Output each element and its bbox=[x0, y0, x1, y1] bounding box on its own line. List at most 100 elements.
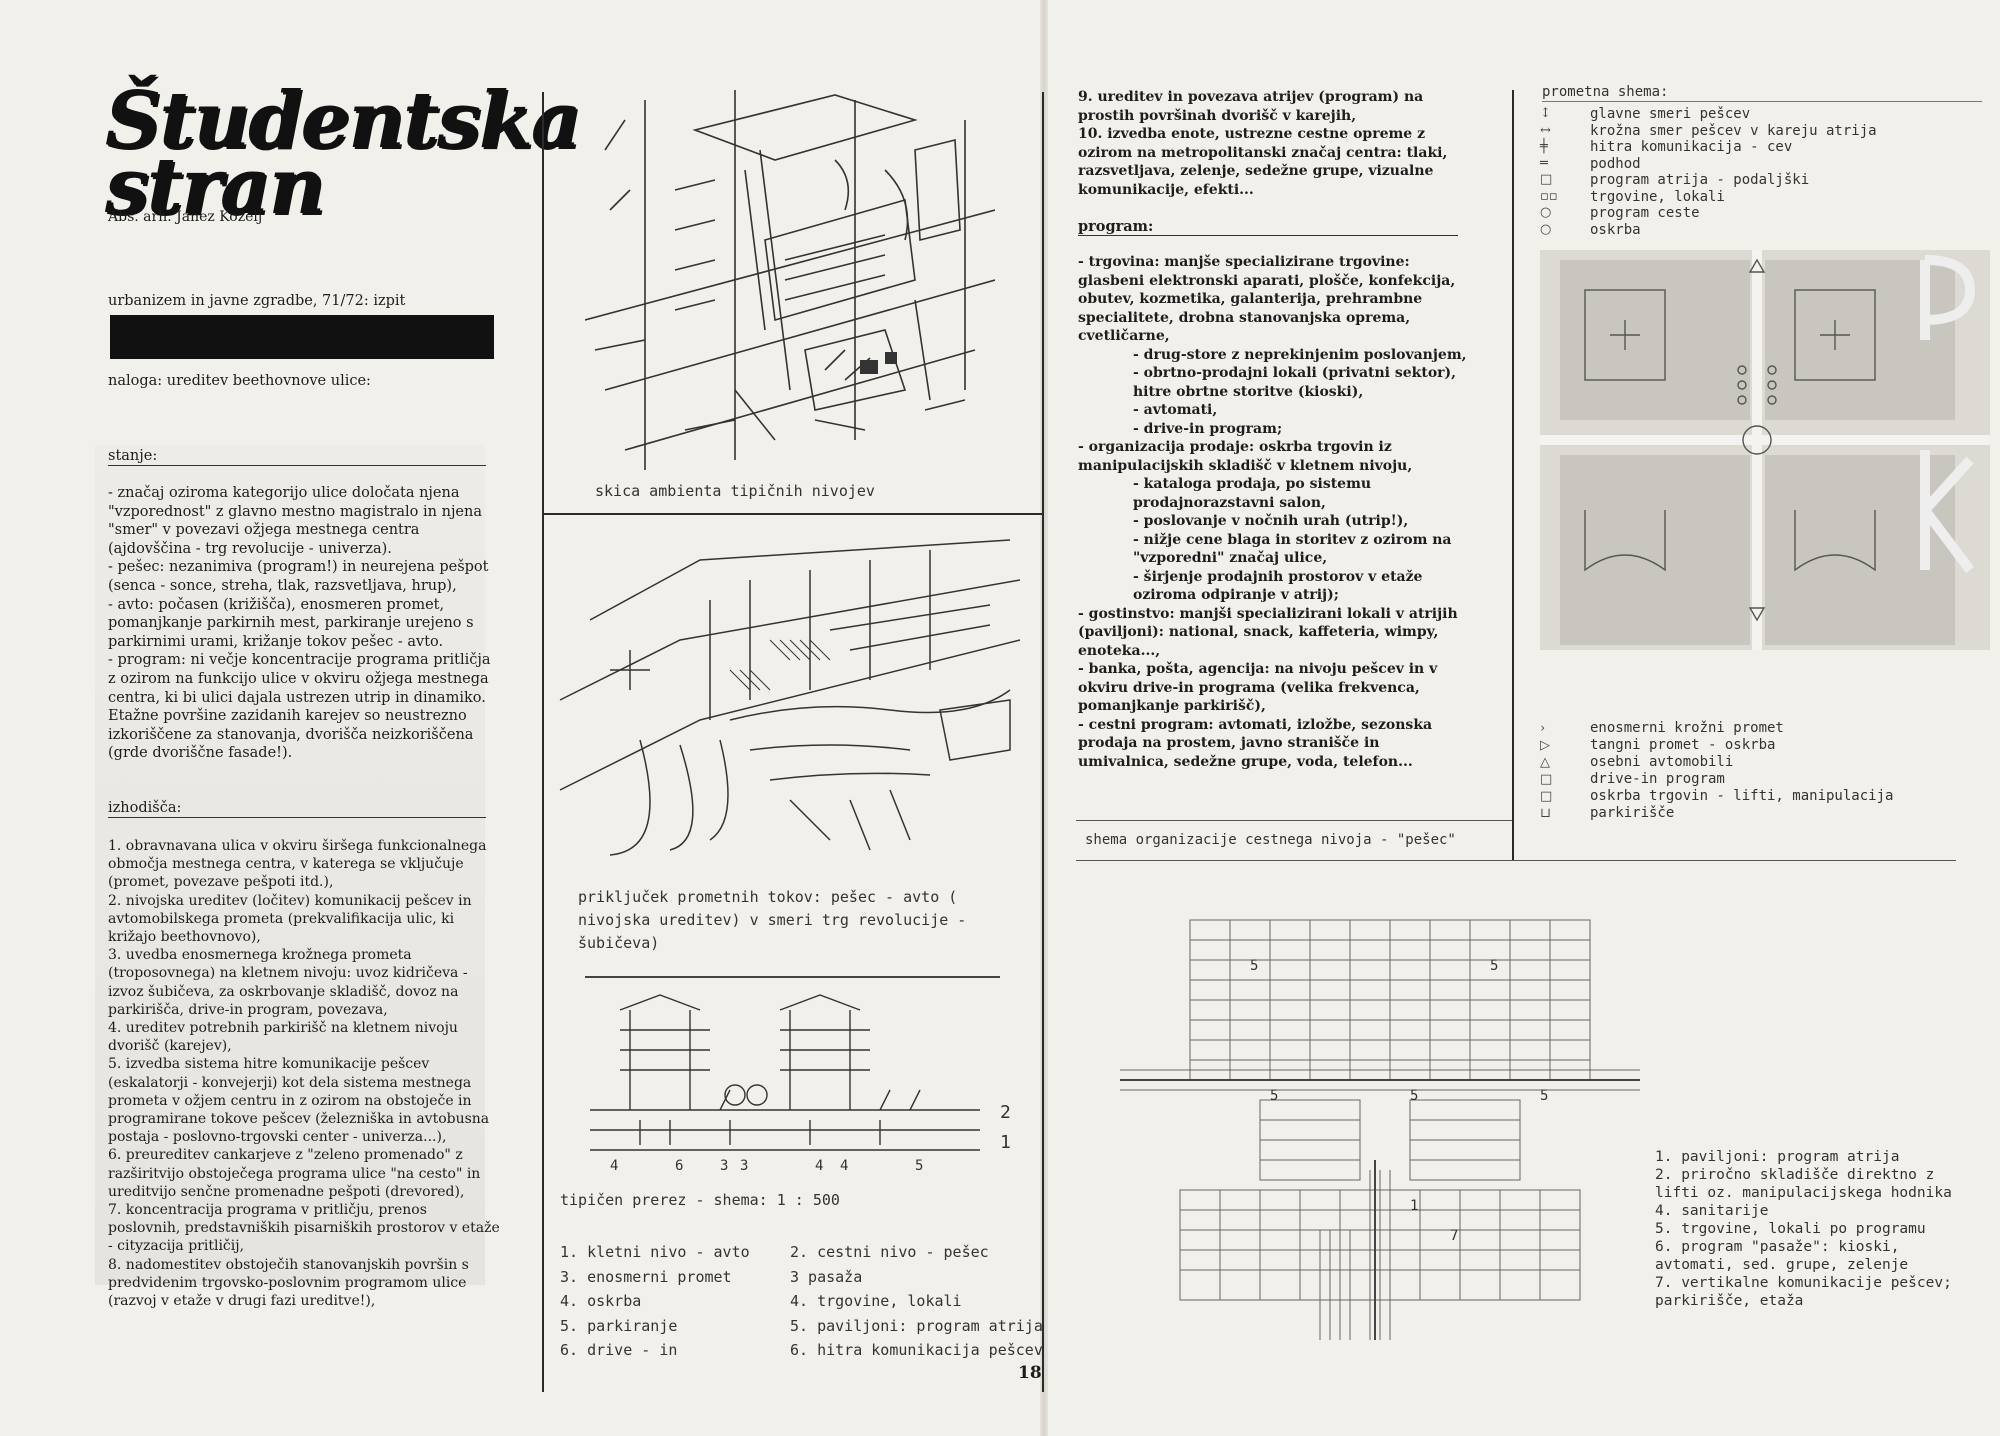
legend-item: hitra komunikacija - cev bbox=[1590, 139, 1793, 155]
stanje-paragraph: - program: ni večje koncentracije progra… bbox=[108, 652, 491, 762]
circle-icon: ○ bbox=[1540, 205, 1552, 220]
traffic-scheme-plan bbox=[1540, 250, 1990, 650]
program-item: - drive-in program; bbox=[1133, 420, 1283, 437]
legend-item: 5. parkiranje bbox=[560, 1316, 678, 1335]
plan-number: 5 bbox=[1410, 1088, 1418, 1104]
program-item: - poslovanje v nočnih urah (utrip!), bbox=[1133, 513, 1409, 529]
column-divider bbox=[1042, 92, 1044, 1392]
legend-item: 3. enosmerni promet bbox=[560, 1267, 732, 1286]
caption-sketch: skica ambienta tipičnih nivojev bbox=[595, 482, 875, 500]
row-divider bbox=[544, 513, 1042, 515]
list-item: 9. ureditev in povezava atrijev (program… bbox=[1078, 89, 1424, 124]
section-number: 3 bbox=[740, 1158, 748, 1174]
legend-item: parkirišče bbox=[1590, 805, 1675, 821]
list-item: 1. obravnavana ulica v okviru širšega fu… bbox=[108, 838, 487, 891]
redacted-bar bbox=[110, 315, 494, 359]
stanje-paragraph: - značaj oziroma kategorijo ulice določa… bbox=[108, 485, 482, 557]
plan-number: 5 bbox=[1490, 958, 1498, 974]
legend-item: trgovine, lokali bbox=[1590, 188, 1725, 205]
arrow-icon: ↔ bbox=[1540, 122, 1551, 138]
program-item: - gostinstvo: manjši specializirani loka… bbox=[1078, 605, 1458, 659]
legend-item: 1. kletni nivo - avto bbox=[560, 1243, 750, 1261]
legend-item: 4. trgovine, lokali bbox=[790, 1292, 962, 1310]
traffic-heading: prometna shema: bbox=[1542, 84, 1669, 100]
traffic-symbols: ↕ ↔ ╪ ═ □ ▫▫ ○ ○ bbox=[1540, 106, 1558, 238]
title-line-1: Študentska bbox=[105, 75, 581, 166]
caption-junction: priključek prometnih tokov: pešec - avto… bbox=[578, 888, 967, 952]
caption-scheme: shema organizacije cestnega nivoja - "pe… bbox=[1085, 832, 1456, 848]
izhodisca-heading: izhodišča: bbox=[108, 800, 182, 816]
plan-number: 5 bbox=[1250, 958, 1258, 974]
section-number: 2 bbox=[1000, 1102, 1011, 1123]
plan-number: 5 bbox=[1270, 1088, 1278, 1104]
plan-legend: 1. paviljoni: program atrija 2. priročno… bbox=[1655, 1148, 1960, 1310]
section-number: 6 bbox=[675, 1158, 683, 1174]
section-legend-left: 1. kletni nivo - avto 3. enosmerni prome… bbox=[560, 1240, 790, 1363]
program-item: - širjenje prodajnih prostorov v etaže o… bbox=[1133, 568, 1423, 604]
legend-item: 5. trgovine, lokali po programu bbox=[1655, 1221, 1926, 1237]
underpass-icon: ═ bbox=[1540, 155, 1548, 171]
column-divider bbox=[1512, 90, 1514, 860]
section-rule bbox=[585, 976, 1000, 978]
square-icon: □ bbox=[1540, 789, 1553, 804]
square-icon: □ bbox=[1540, 772, 1553, 787]
stanje-text: - značaj oziroma kategorijo ulice določa… bbox=[108, 484, 500, 763]
sketch-ambient-levels bbox=[585, 90, 995, 470]
stanje-heading: stanje: bbox=[108, 448, 158, 464]
list-item: 10. izvedba enote, ustrezne cestne oprem… bbox=[1078, 126, 1448, 198]
legend-item: program atrija - podaljški bbox=[1590, 172, 1810, 188]
legend-item: enosmerni krožni promet bbox=[1590, 720, 1784, 736]
traffic-legend: glavne smeri pešcev krožna smer pešcev v… bbox=[1590, 106, 1877, 238]
site-plan: 5 5 5 5 5 1 7 bbox=[1120, 919, 1640, 1340]
plan-number: 5 bbox=[1540, 1088, 1548, 1104]
program-item: - trgovina: manjše specializirane trgovi… bbox=[1078, 254, 1456, 344]
legend-item: 3 pasaža bbox=[790, 1267, 863, 1286]
bleed-through-background bbox=[95, 445, 485, 1285]
stanje-paragraph: - pešec: nezanimiva (program!) in neurej… bbox=[108, 559, 489, 594]
list-item: 5. izvedba sistema hitre komunikacije pe… bbox=[108, 1056, 490, 1146]
column-divider bbox=[542, 92, 544, 1392]
legend-item: 4. sanitarije bbox=[1655, 1203, 1769, 1219]
author: Abs. arh. Janez Koželj bbox=[108, 209, 263, 225]
square-pair-icon: ▫▫ bbox=[1540, 188, 1558, 204]
list-item: 7. koncentracija programa v pritličju, p… bbox=[108, 1202, 500, 1255]
section-number: 4 bbox=[610, 1158, 618, 1174]
legend-item: glavne smeri pešcev bbox=[1590, 106, 1751, 122]
task-line: naloga: ureditev beethovnove ulice: bbox=[108, 373, 371, 389]
legend-item: 2. cestni nivo - pešec bbox=[790, 1243, 989, 1261]
legend-item: oskrba trgovin - lifti, manipulacija bbox=[1590, 788, 1894, 804]
section-number: 4 bbox=[815, 1158, 823, 1174]
sketch-traffic-junction bbox=[559, 539, 1020, 856]
square-icon: □ bbox=[1540, 172, 1553, 187]
legend-item: 1. paviljoni: program atrija bbox=[1655, 1149, 1900, 1165]
course-line: urbanizem in javne zgradbe, 71/72: izpit bbox=[108, 293, 406, 309]
legend-item: 5. paviljoni: program atrija bbox=[790, 1316, 1043, 1335]
section-number: 4 bbox=[840, 1158, 848, 1174]
program-item: - banka, pošta, agencija: na nivoju pešc… bbox=[1078, 661, 1438, 714]
title-line-2: stran bbox=[105, 141, 325, 232]
program-list: - trgovina: manjše specializirane trgovi… bbox=[1078, 253, 1470, 771]
caption-section: tipičen prerez - shema: 1 : 500 bbox=[560, 1191, 840, 1209]
list-item: 8. nadomestitev obstoječih stanovanjskih… bbox=[108, 1256, 469, 1310]
scheme-bottom-rule bbox=[1076, 860, 1956, 861]
bottom-legend: enosmerni krožni promet tangni promet - … bbox=[1590, 720, 1893, 822]
list-item: 3. uvedba enosmernega krožnega prometa (… bbox=[108, 947, 468, 1018]
plan-number: 7 bbox=[1450, 1228, 1458, 1244]
sketch-typical-section: 4 6 3 3 4 4 5 2 1 bbox=[590, 994, 1011, 1174]
legend-item: krožna smer pešcev v kareju atrija bbox=[1590, 122, 1877, 139]
legend-item: tangni promet - oskrba bbox=[1590, 737, 1776, 753]
circle-icon: ○ bbox=[1540, 221, 1552, 237]
plan-number: 1 bbox=[1410, 1198, 1418, 1214]
page-number: 18 bbox=[1018, 1363, 1042, 1383]
program-item: - obrtno-prodajni lokali (privatni sekto… bbox=[1133, 365, 1457, 400]
page-fold bbox=[1040, 0, 1048, 1436]
list-item: 2. nivojska ureditev (ločitev) komunikac… bbox=[108, 892, 472, 946]
legend-item: 6. program "pasaže": kioski, avtomati, s… bbox=[1655, 1239, 1909, 1273]
program-item: - nižje cene blaga in storitev z ozirom … bbox=[1133, 531, 1452, 567]
legend-item: 4. oskrba bbox=[560, 1292, 642, 1310]
legend-item: podhod bbox=[1590, 155, 1641, 172]
triangle-icon: ▷ bbox=[1540, 738, 1550, 753]
list-item: 6. preureditev cankarjeve z "zeleno prom… bbox=[108, 1147, 481, 1200]
program-heading: program: bbox=[1078, 218, 1154, 235]
